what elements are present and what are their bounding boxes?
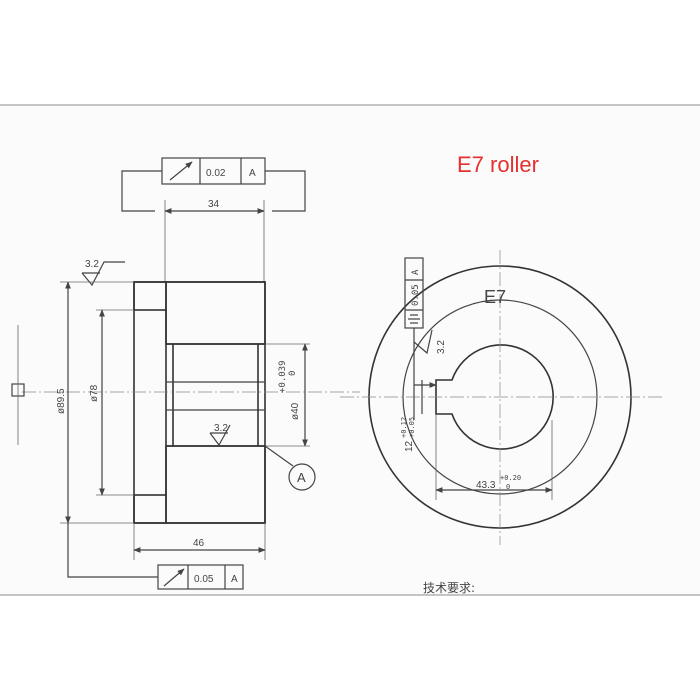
runout-bottom-datum: A [231, 574, 238, 585]
dim-bore-dia: ø40 [290, 402, 301, 420]
runout-frame-bottom: 0.05 A [67, 523, 244, 590]
page-title: E7 roller [457, 152, 539, 177]
symmetry-frame: 0.05 A [404, 257, 437, 420]
runout-frame-top: 0.02 A [121, 157, 306, 212]
datum-a-label: A [297, 470, 306, 485]
front-section-view: 0.02 A 34 3.2 [11, 157, 360, 590]
roughness-side-symbol: 3.2 [413, 329, 447, 355]
dim-bore-tol-upper: +0.039 [278, 360, 288, 393]
datum-a-symbol: A [264, 445, 316, 491]
roughness-bore-symbol: 3.2 [209, 423, 231, 447]
dim-outer-dia: ø89.5 [56, 388, 67, 414]
dim-top-width: 34 [208, 199, 220, 210]
dim-bottom-width: 46 [193, 538, 205, 549]
roughness-outer-label: 3.2 [85, 259, 99, 270]
roughness-bore-label: 3.2 [214, 423, 228, 434]
drawing-sheet [0, 105, 700, 595]
dim-bore-tol-lower: 0 [288, 371, 298, 376]
dim-keyway-width: 12 [404, 440, 415, 452]
symmetry-tolerance: 0.05 [411, 284, 421, 306]
dim-keyway-tol-lower: +0.05 [408, 417, 416, 438]
technical-requirements-heading: 技术要求: [423, 581, 475, 595]
symmetry-datum: A [411, 269, 421, 275]
runout-top-datum: A [249, 168, 256, 179]
roughness-outer-symbol: 3.2 [81, 259, 125, 287]
dim-hub-height: 43.3 [476, 480, 496, 491]
runout-arrow-icon [169, 161, 193, 181]
symmetry-icon [408, 314, 420, 324]
roughness-side-label: 3.2 [436, 340, 447, 354]
dim-hub-tol-upper: +0.20 [500, 474, 521, 482]
side-view-label: E7 [484, 287, 506, 307]
runout-arrow-icon [163, 568, 185, 587]
runout-bottom-tolerance: 0.05 [194, 574, 214, 585]
dim-recess-dia: ø78 [89, 384, 100, 402]
runout-top-tolerance: 0.02 [206, 168, 226, 179]
side-view: E7 0.05 A 3.2 12 +0.12 +0.05 [340, 250, 665, 545]
dim-hub-tol-lower: 0 [506, 483, 510, 491]
dim-keyway-tol-upper: +0.12 [400, 417, 408, 438]
